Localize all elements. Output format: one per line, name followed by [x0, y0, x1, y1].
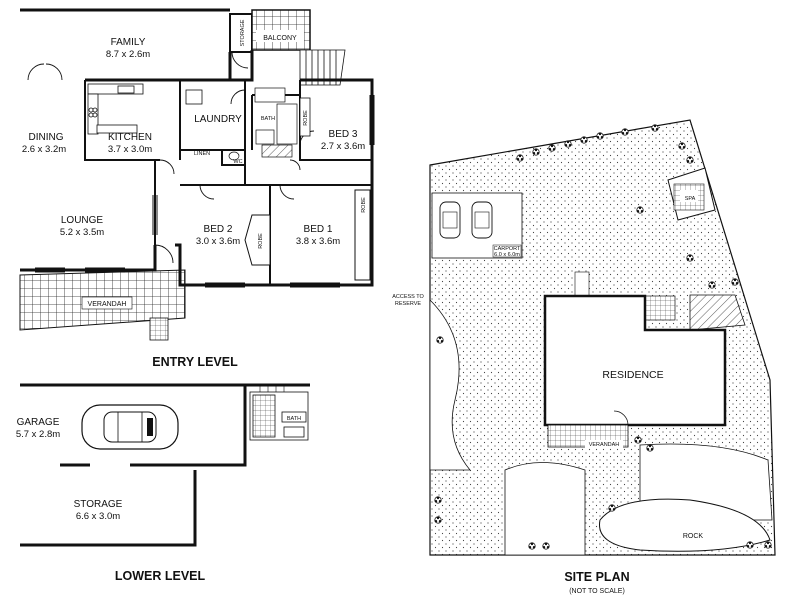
dining-room-dims: 2.6 x 3.2m: [22, 144, 66, 155]
kitchen-room-name: KITCHEN: [108, 132, 152, 143]
bed1-robe: [354, 189, 371, 281]
verandah-label: VERANDAH: [88, 301, 127, 308]
bathroom-fittings: [228, 87, 298, 161]
bed1-room-dims: 3.8 x 3.6m: [296, 236, 340, 247]
rock: [599, 498, 771, 552]
bed3-room-name: BED 3: [329, 129, 358, 140]
access-label: ACCESS TO: [392, 294, 424, 300]
bed3-room-dims: 2.7 x 3.6m: [321, 141, 365, 152]
access-label-2: RESERVE: [395, 301, 422, 307]
balcony-label: BALCONY: [263, 35, 297, 42]
carport-dims: 6.0 x 6.0m: [494, 252, 520, 258]
rear-stairs: [644, 295, 676, 321]
site-verandah-label: VERANDAH: [589, 442, 620, 448]
spa: [667, 167, 716, 221]
linen-label: LINEN: [194, 151, 210, 157]
entry-doors: [27, 51, 315, 264]
residence: [543, 294, 727, 427]
storage-room-name: STORAGE: [74, 499, 123, 510]
entry-windows: [35, 95, 375, 288]
carport-label: CARPORT: [494, 246, 521, 252]
entry-interior-walls: [84, 80, 372, 285]
kitchen-fittings: [87, 83, 144, 135]
site-plan-subtitle: (NOT TO SCALE): [569, 588, 625, 595]
lower-stairs: [259, 385, 285, 392]
front-steps: [149, 317, 169, 341]
bed2-room-name: BED 2: [204, 224, 233, 235]
site-plan: ROCK CARPORT 6.0 x 6.0m SPA RESIDENCE: [392, 119, 776, 595]
carport: [431, 192, 523, 259]
wc-label: WC: [233, 159, 242, 165]
rear-deck: [689, 294, 746, 331]
lounge-room-name: LOUNGE: [61, 215, 104, 226]
side-shed: [574, 271, 590, 297]
spa-label: SPA: [685, 196, 696, 202]
garage-car: [81, 404, 179, 450]
driveway: [504, 462, 586, 556]
bed3-robe: [299, 97, 311, 137]
garage-room-dims: 5.7 x 2.8m: [16, 429, 60, 440]
entry-level-title: ENTRY LEVEL: [152, 355, 238, 369]
lower-level-plan: BATH GARAGE 5.7 x 2.8m STORAGE 6.6 x 3.0…: [16, 383, 310, 583]
family-room-dims: 8.7 x 2.6m: [106, 49, 150, 60]
entry-level-plan: VERANDAH STORAGE BALCONY: [19, 8, 375, 369]
family-room-name: FAMILY: [111, 37, 146, 48]
lower-level-title: LOWER LEVEL: [115, 569, 206, 583]
storage-label: STORAGE: [240, 19, 246, 46]
entry-verandah: VERANDAH: [19, 269, 186, 331]
bed1-room-name: BED 1: [304, 224, 333, 235]
lounge-room-dims: 5.2 x 3.5m: [60, 227, 104, 238]
rock-label: ROCK: [683, 533, 704, 540]
bed1-robe-label: ROBE: [361, 197, 367, 213]
entry-stairs: [299, 49, 346, 86]
entry-outer-walls: [20, 8, 374, 287]
laundry-room-name: LAUNDRY: [194, 114, 242, 125]
dining-room-name: DINING: [29, 132, 64, 143]
bed2-robe: [244, 214, 271, 266]
site-plan-title: SITE PLAN: [564, 570, 629, 584]
bed2-room-dims: 3.0 x 3.6m: [196, 236, 240, 247]
bed3-robe-label: ROBE: [303, 110, 309, 126]
storage-room-dims: 6.6 x 3.0m: [76, 511, 120, 522]
bed2-robe-label: ROBE: [258, 233, 264, 249]
lower-bath-label: BATH: [287, 416, 301, 422]
lower-bath: [249, 391, 309, 441]
residence-label: RESIDENCE: [602, 369, 663, 381]
laundry-tub: [185, 89, 203, 105]
entry-bath-label: BATH: [261, 116, 275, 122]
kitchen-room-dims: 3.7 x 3.0m: [108, 144, 152, 155]
garage-room-name: GARAGE: [17, 417, 60, 428]
